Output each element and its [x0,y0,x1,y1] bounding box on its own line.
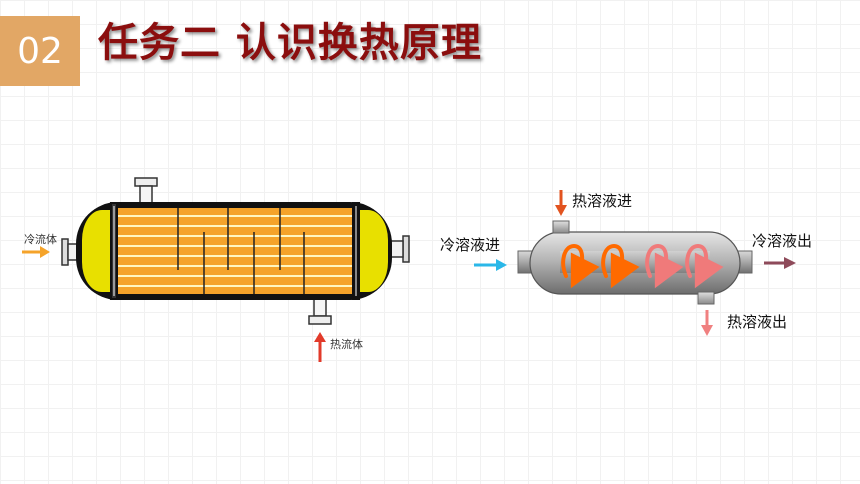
page-title: 任务二 认识换热原理 [98,20,482,66]
baffles [177,208,305,294]
cold-inlet-label: 冷溶液进 [440,236,500,254]
hot-fluid-arrow [314,332,326,362]
hot-inlet-label: 热溶液进 [572,192,632,210]
hot-outlet-label: 热溶液出 [727,313,787,331]
cold-outlet-label: 冷溶液出 [752,232,812,250]
hot-inlet-arrow [555,190,567,216]
swirl-arrow-1 [561,243,600,289]
shell-tube-exchanger [61,177,410,325]
right-nozzle-flange [402,235,410,263]
cold-fluid-arrow [22,246,50,258]
hot-outlet-nozzle [697,291,715,305]
right-nozzle [390,240,404,258]
top-nozzle-flange [134,177,158,187]
tube-bundle [116,208,354,294]
cold-outlet-arrow [764,257,796,269]
bottom-nozzle-flange [308,315,332,325]
cold-inlet-arrow [474,259,507,271]
tube-lines [116,215,354,287]
flow-schematic [517,220,753,305]
swirl-arrow-4 [685,243,724,289]
section-number-badge: 02 [0,16,80,86]
top-nozzle [139,185,153,205]
hot-inlet-nozzle [552,220,570,234]
hot-fluid-label: 热流体 [330,337,363,351]
cold-fluid-label: 冷流体 [24,232,57,246]
left-nozzle-flange [61,238,69,266]
swirl-arrow-2 [601,243,640,289]
hot-outlet-arrow [701,310,713,336]
swirl-arrow-3 [645,243,684,289]
